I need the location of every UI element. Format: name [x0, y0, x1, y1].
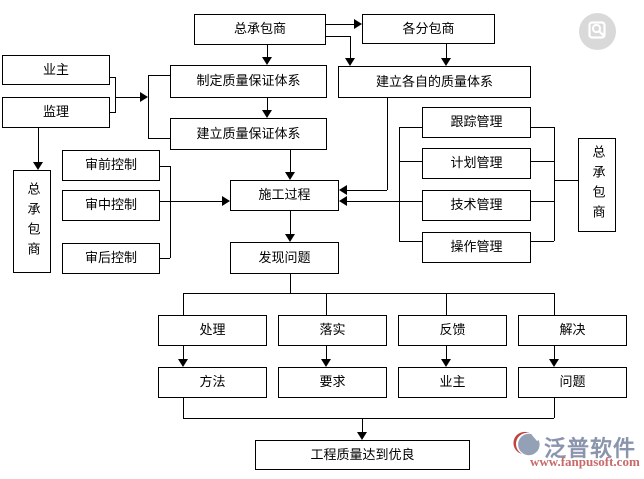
preview-magnifier-glyph — [579, 13, 616, 50]
connector-line — [554, 398, 555, 418]
arrowhead-right — [354, 19, 362, 29]
arrowhead-right — [140, 92, 148, 102]
connector-line — [362, 418, 363, 432]
arrowhead-left — [339, 196, 347, 206]
connector-line — [160, 166, 170, 167]
arrowhead-down — [357, 432, 367, 440]
connector-line — [326, 346, 327, 359]
node-build-qa-system: 建立质量保证体系 — [170, 118, 327, 150]
connector-line — [531, 161, 554, 162]
connector-line — [170, 166, 171, 258]
connector-line — [446, 346, 447, 359]
connector-line — [183, 398, 184, 418]
watermark-brand-text: 泛普软件 — [544, 437, 637, 462]
arrowhead-down — [33, 162, 43, 170]
node-owner-2: 业主 — [398, 367, 507, 398]
arrowhead-down — [321, 359, 331, 367]
connector-line — [290, 274, 291, 293]
node-problem: 问题 — [518, 367, 627, 398]
node-plan-management: 计划管理 — [422, 148, 531, 179]
connector-line — [326, 36, 351, 37]
node-method: 方法 — [158, 367, 267, 398]
node-subcontractors: 各分包商 — [362, 14, 495, 44]
connector-line — [554, 180, 578, 181]
arrowhead-down — [441, 58, 451, 66]
connector-line — [446, 293, 447, 315]
node-general-contractor-right: 总承包商 — [578, 138, 616, 232]
node-owner: 业主 — [2, 55, 110, 85]
connector-line — [115, 77, 116, 113]
node-mid-review-control: 审中控制 — [62, 190, 160, 221]
watermark-url-text: www.fanpusoft.com — [530, 454, 640, 469]
node-tracking-management: 跟踪管理 — [422, 107, 531, 138]
connector-line — [446, 44, 447, 58]
connector-line — [554, 127, 555, 241]
arrowhead-down — [441, 359, 451, 367]
connector-line — [267, 45, 268, 57]
node-operation-management: 操作管理 — [422, 232, 531, 263]
connector-line — [399, 127, 400, 241]
node-build-own-quality-system: 建立各自的质量体系 — [338, 66, 531, 98]
arrowhead-right — [222, 196, 230, 206]
connector-line — [399, 161, 422, 162]
connector-line — [326, 293, 327, 315]
arrowhead-down — [178, 359, 188, 367]
node-general-contractor-left: 总承包商 — [13, 170, 51, 273]
arrowhead-down — [549, 359, 559, 367]
connector-line — [350, 36, 351, 58]
connector-line — [347, 201, 422, 202]
connector-line — [326, 24, 354, 25]
arrowhead-left — [339, 185, 347, 195]
connector-line — [115, 97, 140, 98]
node-requirement: 要求 — [278, 367, 387, 398]
node-construction-process: 施工过程 — [230, 180, 339, 211]
connector-line — [399, 241, 422, 242]
connector-line — [148, 75, 170, 76]
connector-line — [110, 77, 116, 78]
connector-line — [531, 127, 554, 128]
node-technical-management: 技术管理 — [422, 190, 531, 221]
connector-line — [183, 418, 554, 419]
connector-line — [160, 258, 170, 259]
node-handle: 处理 — [158, 315, 267, 346]
node-formulate-qa-system: 制定质量保证体系 — [170, 65, 327, 98]
node-supervisor: 监理 — [2, 97, 110, 128]
arrowhead-down — [262, 57, 272, 65]
connector-line — [290, 150, 291, 172]
connector-line — [148, 75, 149, 138]
connector-line — [183, 293, 554, 294]
node-general-contractor-top: 总承包商 — [194, 14, 326, 45]
arrowhead-down — [285, 172, 295, 180]
connector-line — [38, 128, 39, 162]
connector-line — [148, 138, 170, 139]
connector-line — [531, 241, 554, 242]
node-feedback: 反馈 — [398, 315, 507, 346]
connector-line — [531, 201, 554, 202]
node-post-review-control: 审后控制 — [62, 243, 160, 274]
connector-line — [183, 346, 184, 359]
node-find-problems: 发现问题 — [230, 242, 339, 274]
connector-line — [160, 201, 222, 202]
connector-line — [387, 98, 388, 190]
arrowhead-down — [285, 234, 295, 242]
connector-line — [399, 127, 422, 128]
node-pre-review-control: 审前控制 — [62, 150, 160, 181]
node-implement: 落实 — [278, 315, 387, 346]
connector-line — [554, 293, 555, 315]
arrowhead-down — [262, 110, 272, 118]
connector-line — [267, 98, 268, 110]
connector-line — [110, 112, 116, 113]
arrowhead-down — [345, 58, 355, 66]
preview-magnifier-icon[interactable] — [579, 13, 616, 50]
node-quality-excellent-goal: 工程质量达到优良 — [255, 440, 470, 470]
connector-line — [347, 190, 387, 191]
connector-line — [554, 346, 555, 359]
connector-line — [290, 211, 291, 234]
fanpu-logo-icon — [513, 430, 541, 458]
node-solve: 解决 — [518, 315, 627, 346]
connector-line — [183, 293, 184, 315]
